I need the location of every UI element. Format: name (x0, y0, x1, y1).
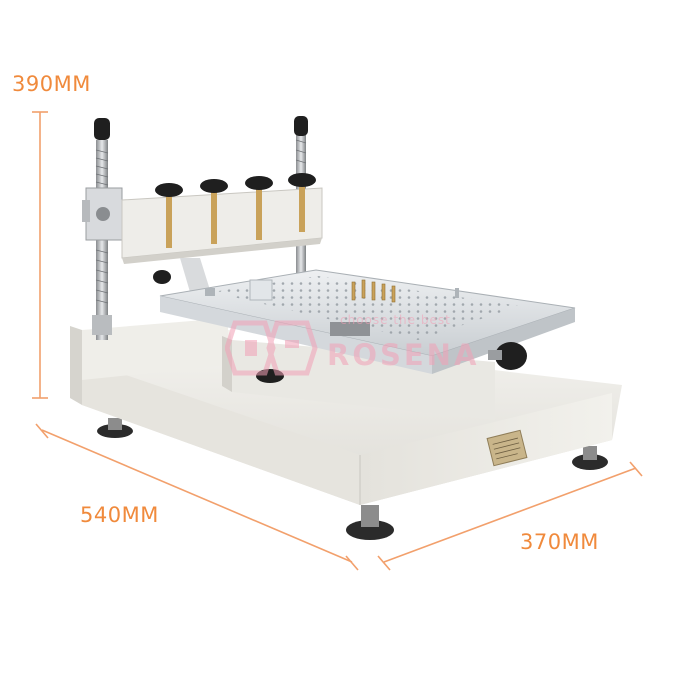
brand-watermark: choose the best ROSENA (225, 300, 545, 380)
height-dimension-label: 390MM (12, 72, 91, 96)
brand-logo (225, 320, 318, 376)
width-dimension-label: 540MM (80, 503, 159, 527)
feet (97, 418, 608, 540)
depth-dimension-label: 370MM (520, 530, 599, 554)
support-arm (153, 258, 210, 292)
rod-clamp (82, 187, 123, 241)
watermark-slogan: choose the best (340, 313, 451, 327)
rod-knobs (94, 116, 308, 140)
frame-plate (121, 187, 323, 264)
watermark-brand: ROSENA (327, 338, 480, 372)
support-pins (351, 279, 396, 303)
stencil-table (159, 269, 576, 374)
dimension-lines (32, 111, 643, 571)
frame-knobs (155, 173, 316, 248)
nameplate (486, 429, 528, 467)
